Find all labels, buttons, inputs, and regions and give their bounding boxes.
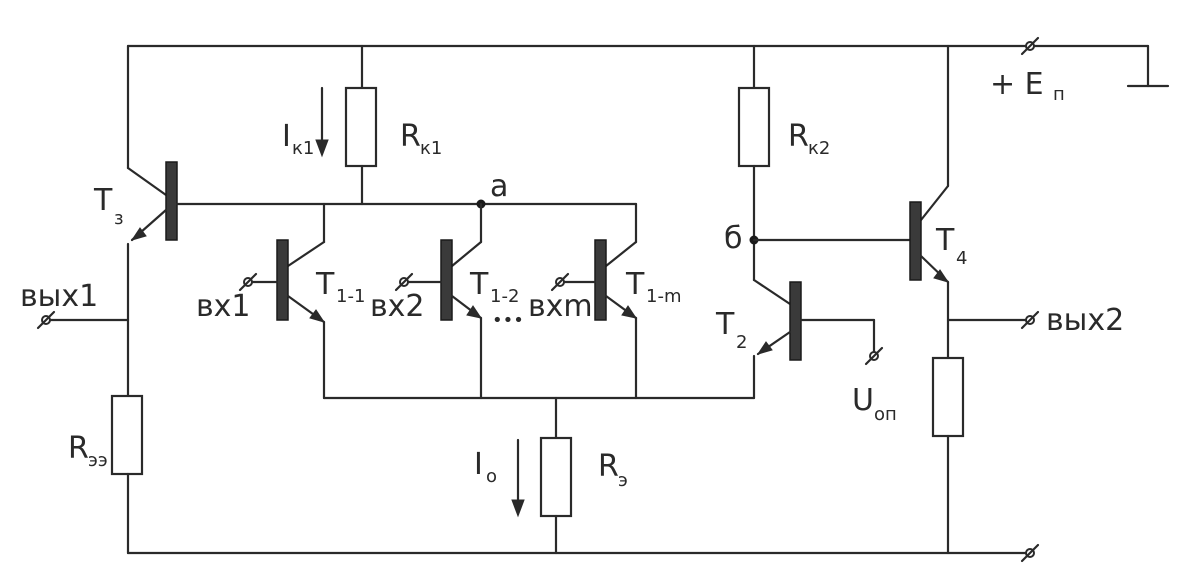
transistor-t1-2 [394,202,483,400]
i0-arrow [511,499,525,518]
rk2-label: R [788,119,809,154]
resistor-load [931,356,965,438]
t1-1-label-sub: 1-1 [336,286,365,307]
out1-label: вых1 [20,279,98,314]
uop-label: U [852,383,874,418]
out2-label: вых2 [1046,303,1124,338]
supply-rail [126,36,1170,88]
ground-rail [126,543,1040,563]
i0-label: I [474,447,483,482]
ree-label: R [68,431,89,466]
t1-2-emitter-arrow [466,305,483,319]
rk1-label-sub: к1 [420,138,442,159]
t3-label-sub: з [114,208,124,229]
i0-label-sub: о [486,466,497,487]
t1-2-label-sub: 1-2 [490,286,519,307]
t4-emitter-arrow [933,269,950,283]
rk1-branch [315,44,378,206]
t1-m-emitter-arrow [621,305,638,319]
re-label-sub: э [618,470,628,491]
t2-label-sub: 2 [736,332,747,353]
node-b-label: б [724,221,743,256]
uop-label-sub: оп [874,404,897,425]
resistor-rk2 [737,86,771,168]
ik1-label: I [282,119,291,154]
t4-label: T [935,223,955,258]
supply-label-sub: п [1053,84,1065,105]
t1-2-label: T [469,267,489,302]
t1-1-emitter-arrow [309,309,326,323]
resistor-rk1 [344,86,378,168]
in2-label: вх2 [370,289,425,324]
t4-branch [909,44,1040,555]
supply-label: + E [990,67,1044,102]
inm-label: вхm [528,289,593,324]
emitter-bus [322,396,756,555]
transistor-t1-m [550,202,638,400]
t2-base-bar [789,281,802,361]
re-label: R [598,449,619,484]
labels: + E п R к1 I к1 a б R к2 T з вых1 вх1 T … [20,67,1124,491]
t4-label-sub: 4 [956,248,967,269]
rk2-label-sub: к2 [808,138,830,159]
t1-1-base-bar [276,239,289,321]
ellipsis-dots: ••• [492,310,524,331]
t1-2-base-bar [440,239,453,321]
t1-m-label-sub: 1-m [646,286,681,307]
node-a-label: a [490,169,508,204]
ik1-label-sub: к1 [292,138,314,159]
t4-base-bar [909,201,922,281]
ik1-arrow [315,139,329,158]
t1-m-base-bar [594,239,607,321]
resistor-ree [110,394,144,476]
t3-emitter-arrow [130,227,147,241]
t2-label: T [715,307,735,342]
t2-branch [737,44,912,400]
t1-m-label: T [625,267,645,302]
rk1-label: R [400,119,421,154]
resistor-re [539,436,573,518]
in1-label: вх1 [196,289,251,324]
t2-emitter-arrow [756,341,773,355]
transistor-t1-1 [238,202,326,400]
t1-1-label: T [315,267,335,302]
t3-label: T [93,183,113,218]
t3-base-bar [165,161,178,241]
ree-label-sub: ээ [88,450,108,471]
t3-branch [36,44,638,555]
